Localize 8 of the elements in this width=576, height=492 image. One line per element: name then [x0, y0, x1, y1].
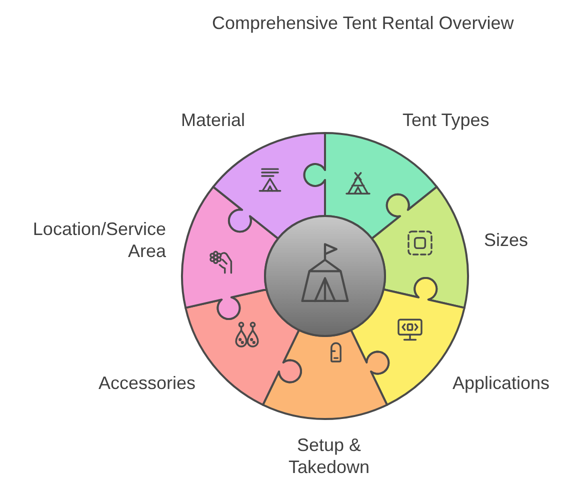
- segment-label: Accessories: [98, 372, 196, 394]
- segment-label: Location/Service Area: [32, 218, 166, 262]
- segment-label: Applications: [452, 372, 550, 394]
- segment-label: Material: [181, 109, 246, 131]
- title: Comprehensive Tent Rental Overview: [212, 12, 514, 34]
- segment-label: Tent Types: [402, 109, 490, 131]
- segment-label: Sizes: [484, 229, 528, 251]
- segment-label: Setup & Takedown: [287, 434, 371, 478]
